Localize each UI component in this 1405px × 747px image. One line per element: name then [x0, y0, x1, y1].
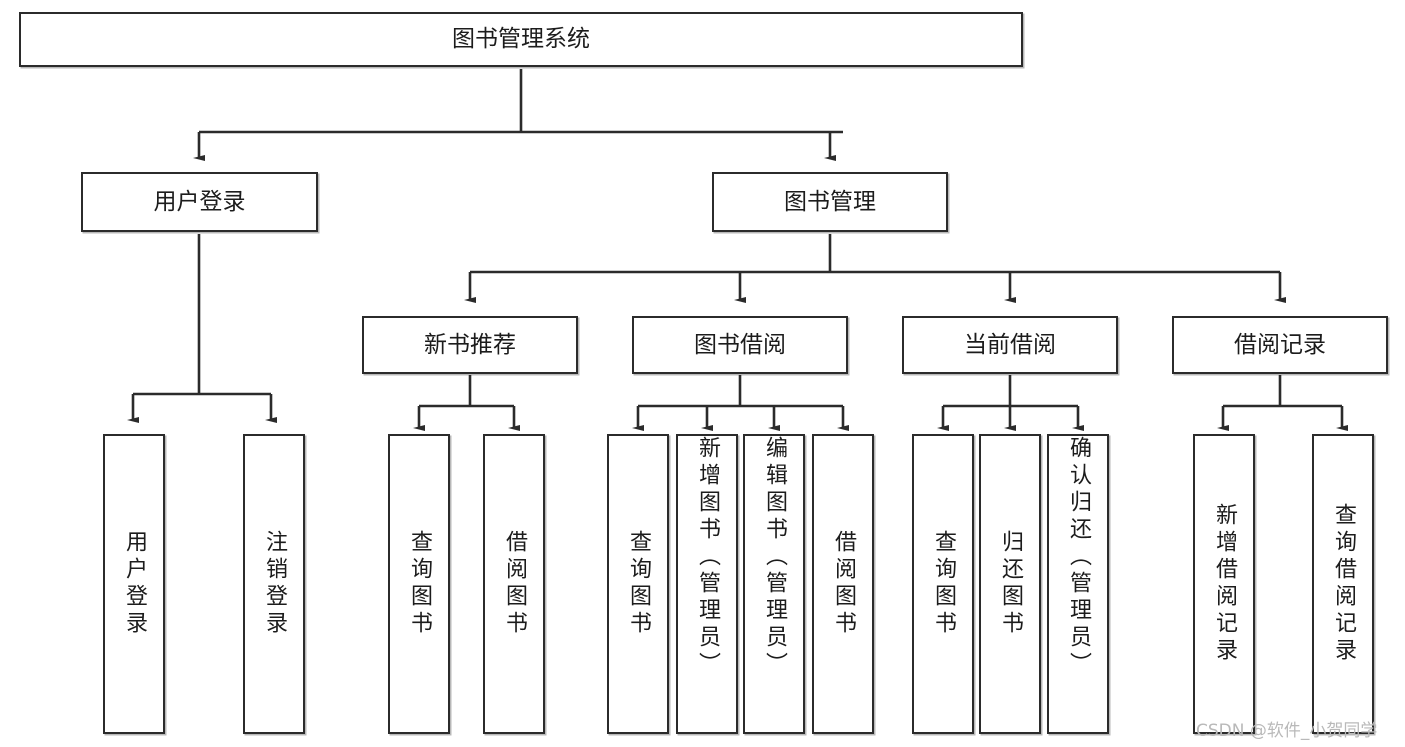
leaf-borrow-book[interactable]: 借阅图书 — [812, 434, 874, 734]
node-label: 用户登录 — [153, 188, 246, 215]
csdn-watermark: CSDN @软件_小贺同学 — [1196, 721, 1378, 741]
node-label: 查询图书 — [930, 530, 956, 638]
node-label: 查询图书 — [406, 530, 432, 638]
leaf-query-borrow-record[interactable]: 查询借阅记录 — [1312, 434, 1374, 734]
node-label: 借阅图书 — [830, 530, 856, 638]
node-label: 借阅图书 — [501, 530, 527, 638]
node-new-book-recommend[interactable]: 新书推荐 — [362, 316, 578, 374]
node-label: 查询图书 — [625, 530, 651, 638]
leaf-return-book[interactable]: 归还图书 — [979, 434, 1041, 734]
leaf-query-book-current[interactable]: 查询图书 — [912, 434, 974, 734]
node-label: 图书管理系统 — [452, 26, 590, 53]
leaf-edit-book-admin[interactable]: 编辑图书（管理员） — [743, 434, 805, 734]
node-label: 新书推荐 — [424, 331, 516, 358]
leaf-query-book-borrow[interactable]: 查询图书 — [607, 434, 669, 734]
node-book-borrow[interactable]: 图书借阅 — [632, 316, 848, 374]
node-user-login[interactable]: 用户登录 — [81, 172, 318, 232]
node-label: 编辑图书（管理员） — [761, 436, 787, 679]
node-label: 注销登录 — [261, 530, 287, 638]
leaf-add-book-admin[interactable]: 新增图书（管理员） — [676, 434, 738, 734]
leaf-confirm-return-admin[interactable]: 确认归还（管理员） — [1047, 434, 1109, 734]
node-label: 图书管理 — [784, 188, 876, 215]
leaf-query-book-recommend[interactable]: 查询图书 — [388, 434, 450, 734]
node-label: 用户登录 — [121, 530, 147, 638]
leaf-borrow-book-recommend[interactable]: 借阅图书 — [483, 434, 545, 734]
leaf-user-login[interactable]: 用户登录 — [103, 434, 165, 734]
node-root-book-management-system[interactable]: 图书管理系统 — [19, 12, 1023, 67]
node-label: 当前借阅 — [964, 331, 1056, 358]
node-label: 新增借阅记录 — [1211, 503, 1237, 665]
node-label: 新增图书（管理员） — [694, 436, 720, 679]
node-label: 借阅记录 — [1234, 331, 1326, 358]
node-label: 图书借阅 — [694, 331, 786, 358]
node-label: 查询借阅记录 — [1330, 503, 1356, 665]
node-borrow-record[interactable]: 借阅记录 — [1172, 316, 1388, 374]
node-book-management[interactable]: 图书管理 — [712, 172, 948, 232]
leaf-logout[interactable]: 注销登录 — [243, 434, 305, 734]
node-label: 归还图书 — [997, 530, 1023, 638]
node-label: 确认归还（管理员） — [1065, 436, 1091, 679]
leaf-add-borrow-record[interactable]: 新增借阅记录 — [1193, 434, 1255, 734]
node-current-borrow[interactable]: 当前借阅 — [902, 316, 1118, 374]
